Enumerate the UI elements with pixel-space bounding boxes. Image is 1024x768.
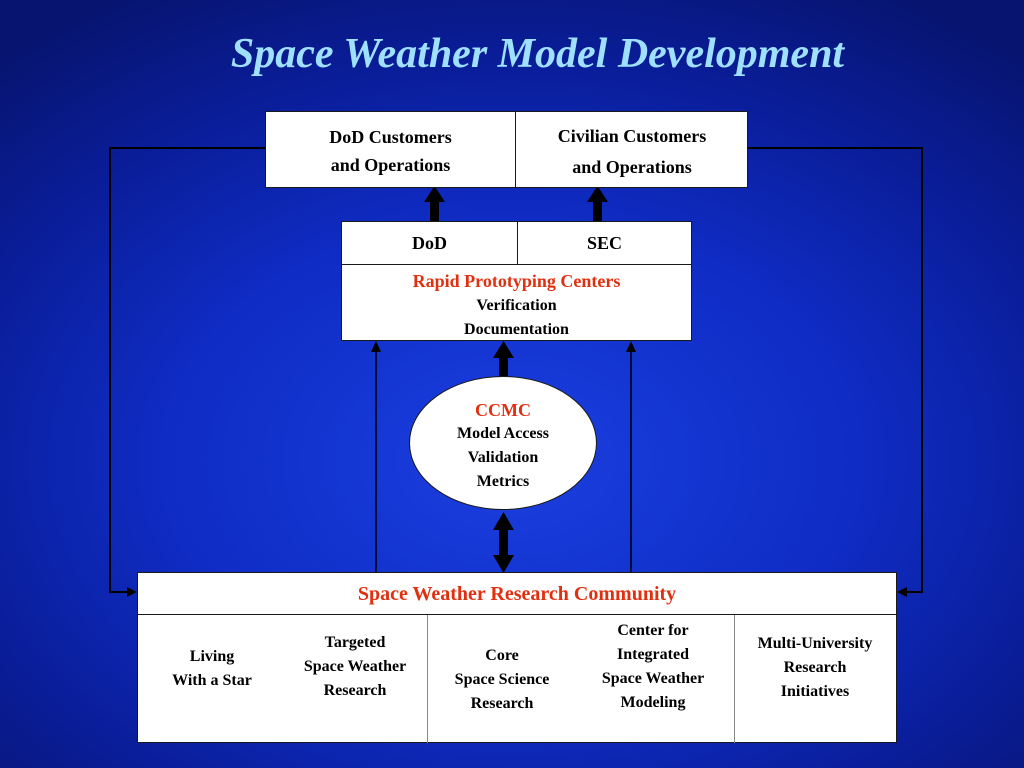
program-muri-line-2: Research xyxy=(783,659,847,676)
right-feedback-line xyxy=(747,147,923,593)
program-core-line-2: Space Science xyxy=(454,671,550,688)
ccmc-validation: Validation xyxy=(467,449,539,466)
dod-up-arrow-head xyxy=(424,186,445,202)
program-core-line-3: Research xyxy=(470,695,534,712)
program-tsw-line-2: Space Weather xyxy=(303,658,407,675)
customers-box: DoD Customers and Operations Civilian Cu… xyxy=(265,111,748,188)
program-muri-line-1: Multi-University xyxy=(757,635,873,652)
double-arrow-head-down xyxy=(493,555,514,573)
community-box: Space Weather Research Community Living … xyxy=(137,572,897,743)
left-thin-arrowhead xyxy=(371,341,381,352)
program-muri-line-3: Initiatives xyxy=(780,683,850,700)
civilian-customers-line-2: and Operations xyxy=(572,157,692,177)
program-tsw-line-3: Research xyxy=(323,682,387,699)
program-multi-university: Multi-University Research Initiatives xyxy=(736,632,894,704)
dod-up-arrow-shaft xyxy=(430,200,439,222)
ccmc-up-arrow-shaft xyxy=(499,356,508,378)
program-core-space-science: Core Space Science Research xyxy=(432,644,572,716)
double-arrow-head-up xyxy=(493,512,514,530)
prototyping-heading: Rapid Prototyping Centers xyxy=(412,271,621,291)
community-separator xyxy=(138,614,896,615)
civilian-customers-line-1: Civilian Customers xyxy=(557,126,707,146)
prototyping-top-divider xyxy=(517,222,518,264)
dod-customers-line-2: and Operations xyxy=(330,155,451,175)
ccmc-up-arrow-head xyxy=(493,341,514,358)
page-title: Space Weather Model Development xyxy=(230,31,845,77)
left-feedback-arrowhead xyxy=(127,587,137,597)
ccmc-heading: CCMC xyxy=(475,400,531,420)
program-lws-line-1: Living xyxy=(189,648,235,665)
program-cism-line-1: Center for xyxy=(617,622,689,639)
prototyping-verification: Verification xyxy=(476,297,557,314)
program-living-with-a-star: Living With a Star xyxy=(144,645,280,693)
program-cism-line-3: Space Weather xyxy=(601,670,705,687)
program-tsw-line-1: Targeted xyxy=(324,634,386,651)
dod-customers-line-1: DoD Customers xyxy=(329,127,452,147)
prototyping-separator xyxy=(342,264,691,265)
sec-up-arrow-head xyxy=(587,186,608,202)
ccmc-model-access: Model Access xyxy=(457,425,549,442)
program-cism-line-2: Integrated xyxy=(617,646,689,663)
right-feedback-arrowhead xyxy=(897,587,907,597)
left-feedback-line xyxy=(109,147,265,593)
community-heading: Space Weather Research Community xyxy=(357,583,677,605)
civilian-customers-cell: Civilian Customers and Operations xyxy=(516,121,748,183)
program-center-integrated-modeling: Center for Integrated Space Weather Mode… xyxy=(576,619,730,715)
customers-divider xyxy=(515,112,516,187)
program-lws-line-2: With a Star xyxy=(172,672,252,689)
program-targeted-space-weather: Targeted Space Weather Research xyxy=(286,631,424,703)
prototyping-details: Rapid Prototyping Centers Verification D… xyxy=(342,268,691,342)
double-arrow-shaft xyxy=(499,528,508,558)
ccmc-ellipse: CCMC Model Access Validation Metrics xyxy=(409,376,597,510)
ccmc-metrics: Metrics xyxy=(476,473,530,490)
program-cism-line-4: Modeling xyxy=(620,694,686,711)
prototyping-sec-cell: SEC xyxy=(586,233,622,253)
prototyping-box: DoD SEC Rapid Prototyping Centers Verifi… xyxy=(341,221,692,341)
prototyping-dod-cell: DoD xyxy=(412,233,447,253)
prototyping-documentation: Documentation xyxy=(464,321,569,338)
community-divider-1 xyxy=(427,615,428,743)
program-core-line-1: Core xyxy=(485,647,519,664)
sec-up-arrow-shaft xyxy=(593,200,602,222)
right-thin-arrowhead xyxy=(626,341,636,352)
community-divider-2 xyxy=(734,615,735,743)
dod-customers-cell: DoD Customers and Operations xyxy=(266,123,515,179)
